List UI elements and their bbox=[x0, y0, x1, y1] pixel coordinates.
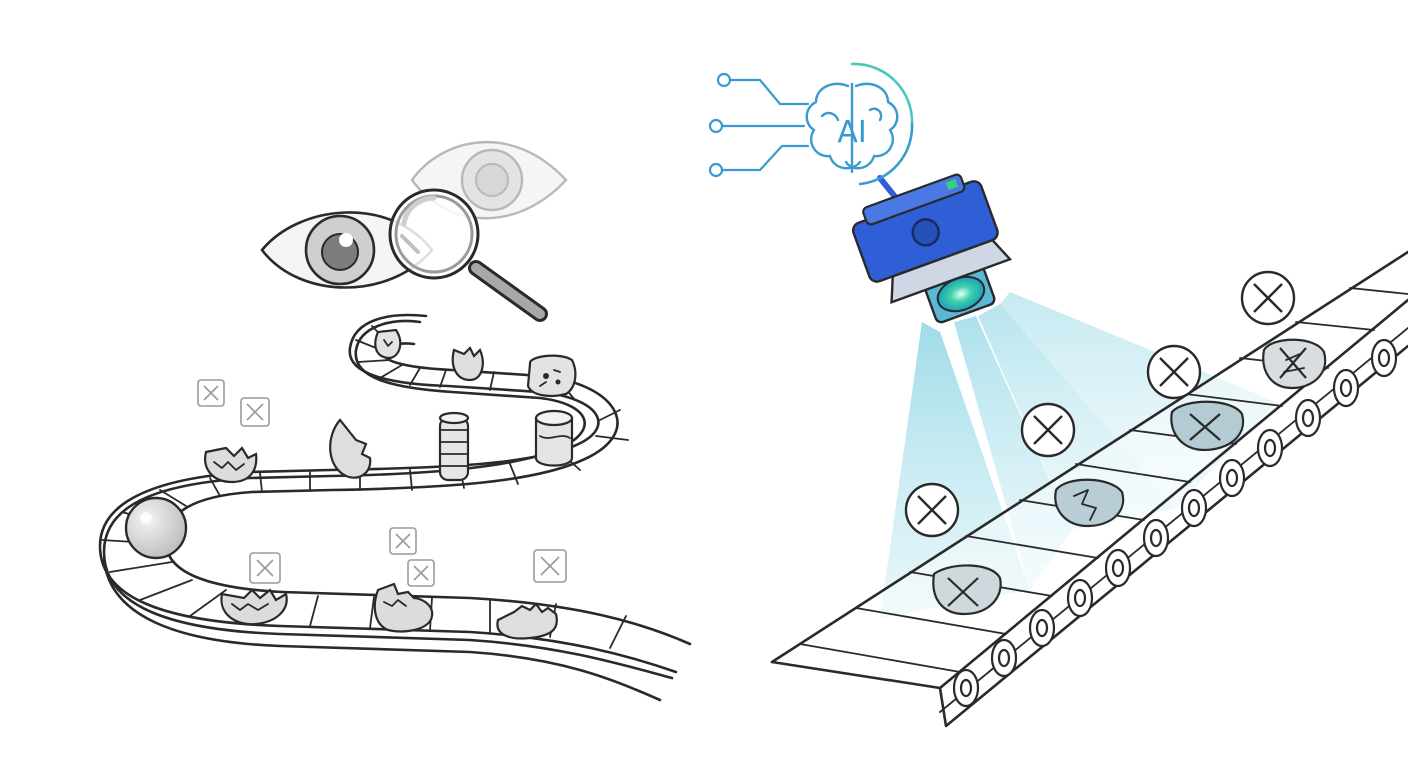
brain-circuit-icon bbox=[805, 82, 899, 174]
flagged-item bbox=[1054, 478, 1125, 528]
reject-markers-left bbox=[197, 379, 567, 587]
reject-x-icon bbox=[249, 552, 281, 584]
cracked-plate-item bbox=[220, 588, 288, 626]
winding-conveyor bbox=[98, 313, 692, 702]
reject-x-icon bbox=[240, 397, 270, 427]
flagged-item bbox=[1170, 400, 1245, 452]
camera-icon bbox=[851, 173, 1013, 324]
reject-x-icon bbox=[389, 527, 417, 555]
circuit-traces bbox=[708, 72, 810, 178]
broken-chunk-item bbox=[373, 582, 434, 633]
magnifying-glass-icon bbox=[388, 188, 548, 322]
jar-item bbox=[534, 409, 574, 467]
broken-shell-item-1 bbox=[329, 418, 372, 479]
reject-x-icon bbox=[533, 549, 567, 583]
ai-label: AI bbox=[837, 115, 866, 150]
dented-block-item bbox=[526, 354, 577, 397]
reject-x-icon bbox=[1240, 270, 1296, 326]
reject-x-icon bbox=[1020, 402, 1076, 458]
straight-conveyor bbox=[770, 250, 1408, 728]
ai-brain-badge: AI bbox=[708, 62, 914, 186]
manual-inspection-panel bbox=[98, 140, 692, 702]
reject-markers-right bbox=[904, 270, 1296, 538]
round-ball-item bbox=[124, 496, 188, 560]
conveyor-rollers bbox=[952, 338, 1398, 708]
automated-inspection-panel: AI bbox=[708, 62, 1408, 728]
flagged-item bbox=[932, 564, 1002, 616]
chipped-dome-item bbox=[496, 602, 558, 640]
reject-x-icon bbox=[1146, 344, 1202, 400]
reject-x-icon bbox=[197, 379, 225, 407]
inspected-items bbox=[124, 328, 577, 640]
reject-x-icon bbox=[407, 559, 435, 587]
flagged-item bbox=[1262, 338, 1327, 390]
flagged-items bbox=[932, 338, 1327, 616]
reject-x-icon bbox=[904, 482, 960, 538]
cracked-bowl-item bbox=[204, 446, 258, 484]
broken-pot-item bbox=[451, 346, 484, 382]
scan-beams bbox=[880, 292, 1276, 618]
cracked-cup-item bbox=[374, 328, 402, 360]
stacked-coins-item bbox=[438, 411, 470, 482]
